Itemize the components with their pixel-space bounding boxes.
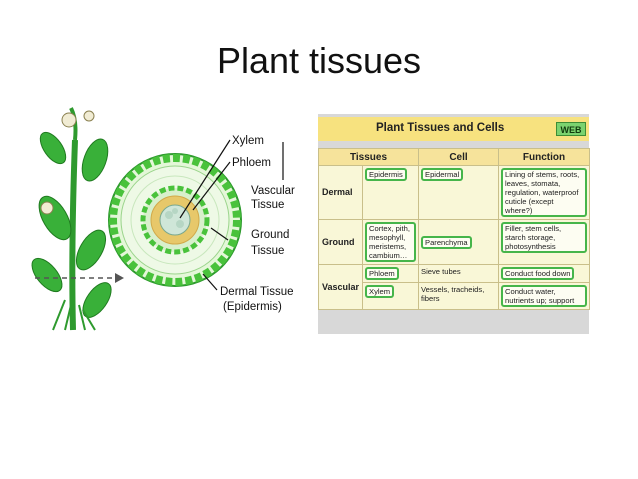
tissues-table: Tissues Cell Function Dermal Epidermis E…	[318, 148, 590, 310]
slide-title: Plant tissues	[216, 40, 422, 81]
row-function: Filler, stem cells, starch storage, phot…	[498, 219, 590, 265]
ground-label-1: Ground	[251, 229, 289, 241]
row-cell: Vessels, tracheids, fibers	[418, 282, 499, 310]
table-row: Ground Cortex, pith, mesophyll, meristem…	[318, 219, 590, 265]
row-examples: Cortex, pith, mesophyll, meristems, camb…	[362, 219, 419, 265]
row-tissue: Ground	[318, 219, 363, 265]
row-cell: Sieve tubes	[418, 264, 499, 283]
row-function: Lining of stems, roots, leaves, stomata,…	[498, 165, 590, 220]
dermal-label-1: Dermal Tissue	[220, 286, 294, 298]
row-cell: Parenchyma	[418, 219, 499, 265]
header-tissues: Tissues	[318, 148, 419, 166]
plant-illustration	[31, 107, 124, 331]
table-row: Xylem Vessels, tracheids, fibers Conduct…	[319, 282, 590, 310]
header-cell: Cell	[418, 148, 499, 166]
row-examples: Epidermis	[362, 165, 419, 220]
row-tissue: Vascular	[318, 264, 363, 310]
row-function: Conduct water, nutrients up; support	[498, 282, 590, 310]
table-title: Plant Tissues and Cells	[376, 122, 505, 134]
vascular-label-2: Tissue	[251, 199, 284, 211]
row-function: Conduct food down	[498, 264, 590, 283]
pointer-arrows	[179, 139, 284, 291]
ground-label-2: Tissue	[251, 245, 284, 257]
header-function: Function	[498, 148, 590, 166]
vascular-label-1: Vascular	[251, 185, 295, 197]
cross-section	[108, 153, 242, 287]
row-cell: Epidermal	[418, 165, 499, 220]
table-title-bar: Plant Tissues and Cells WEB	[318, 117, 589, 141]
web-button[interactable]: WEB	[556, 122, 586, 136]
plant-tissues-table-panel: Plant Tissues and Cells WEB Tissues Cell…	[318, 114, 590, 334]
dermal-label-2: (Epidermis)	[223, 301, 282, 313]
stem-cross-section-diagram: Xylem Phloem Vascular Tissue Ground Tiss…	[31, 107, 295, 331]
row-examples: Xylem	[362, 282, 419, 310]
xylem-label: Xylem	[232, 135, 264, 147]
table-row: Vascular Phloem Sieve tubes Conduct food…	[318, 264, 590, 310]
row-tissue: Dermal	[318, 165, 363, 220]
row-examples: Phloem	[362, 264, 419, 283]
table-header-row: Tissues Cell Function	[318, 148, 590, 166]
phloem-label: Phloem	[232, 157, 271, 169]
table-row: Dermal Epidermis Epidermal Lining of ste…	[318, 165, 590, 220]
